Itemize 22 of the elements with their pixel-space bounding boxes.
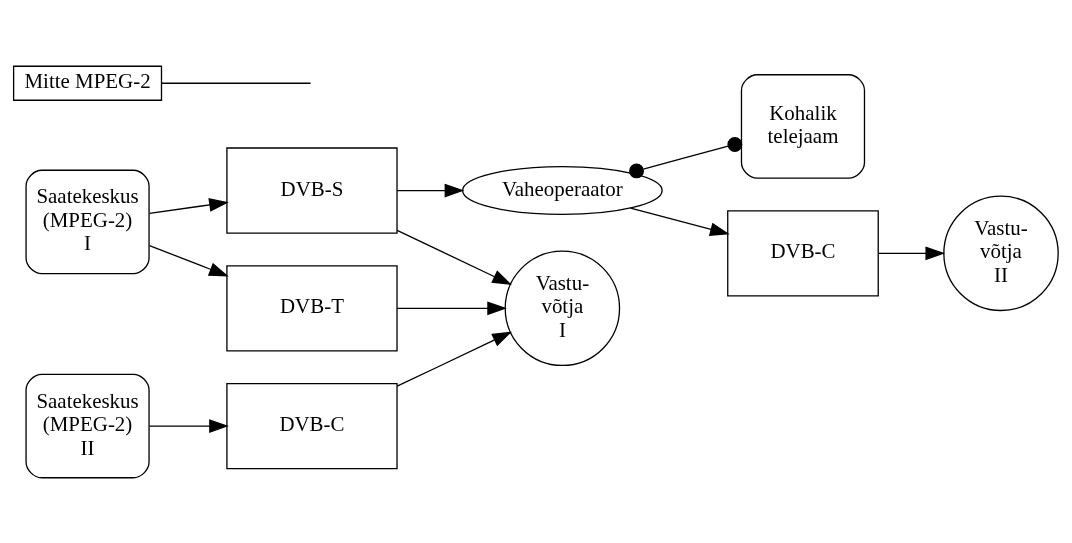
arrow bbox=[396, 183, 465, 197]
node-circle: Vastu- võtja II bbox=[943, 195, 1059, 311]
node-box: Saatekeskus (MPEG-2) I bbox=[25, 169, 150, 274]
arrow bbox=[878, 245, 946, 260]
arrow bbox=[396, 229, 512, 285]
node-box: DVB-T bbox=[226, 264, 398, 351]
arrow bbox=[148, 418, 229, 433]
node-ellipse: Vaheoperaator bbox=[461, 165, 663, 215]
node-circle: Vastu- võtja I bbox=[504, 250, 621, 366]
connector bbox=[629, 136, 743, 178]
node-box: Kohalik telejaam bbox=[740, 73, 866, 179]
node-box: DVB-S bbox=[226, 146, 398, 234]
arrow bbox=[148, 244, 229, 276]
arrow bbox=[396, 331, 512, 387]
node-box: Saatekeskus (MPEG-2) II bbox=[25, 373, 150, 478]
arrow bbox=[148, 197, 229, 214]
connector bbox=[160, 82, 312, 84]
node-box: DVB-C bbox=[727, 209, 879, 297]
arrow bbox=[396, 300, 507, 315]
arrow bbox=[629, 207, 730, 236]
node-box: Mitte MPEG-2 bbox=[12, 65, 163, 101]
node-box: DVB-C bbox=[226, 382, 398, 469]
